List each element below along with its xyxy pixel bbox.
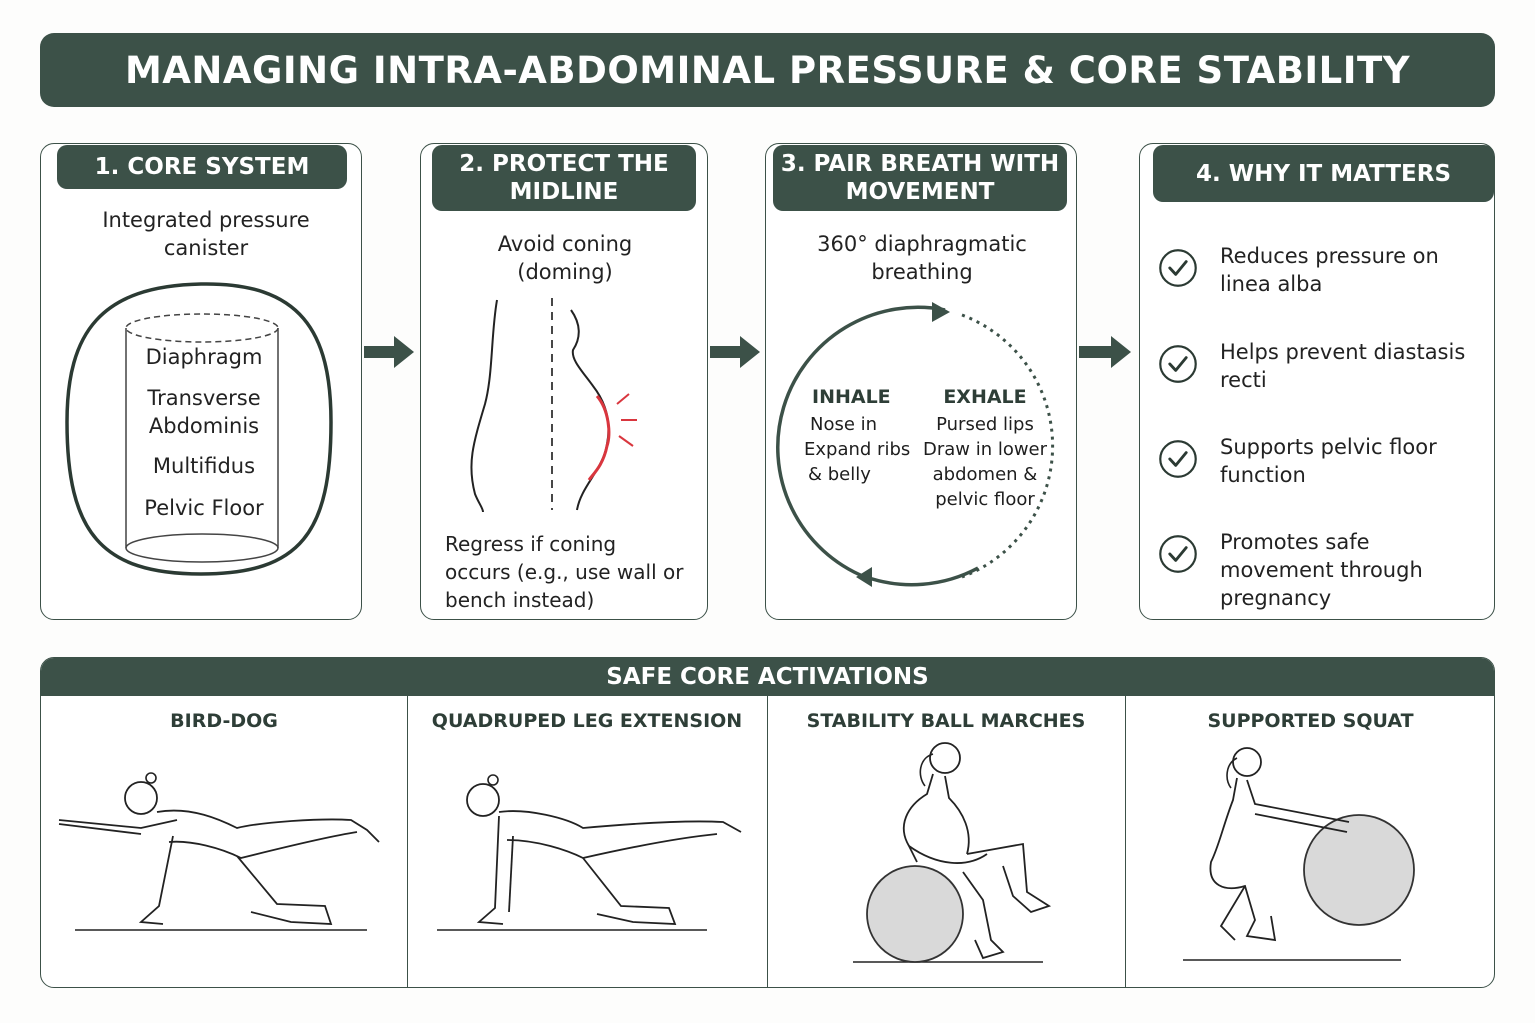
- exercise-stability-ball-marches: STABILITY BALL MARCHES: [767, 696, 1126, 987]
- check-circle-icon: [1159, 440, 1197, 478]
- stability-ball-marches-figure: [853, 742, 1052, 963]
- card-subtitle: Integrated pressure canister: [102, 208, 310, 260]
- coning-profile-icon: [470, 298, 637, 513]
- benefit-text: Helps prevent diastasis recti: [1220, 340, 1466, 392]
- exhale-line: Draw in lower: [922, 439, 1048, 460]
- card-heading: 1. CORE SYSTEM: [57, 145, 347, 189]
- exhale-block: EXHALE Pursed lips Draw in lower abdomen…: [920, 386, 1050, 512]
- benefit-item: Helps prevent diastasis recti: [1158, 338, 1488, 408]
- exhale-line: pelvic floor: [935, 489, 1035, 510]
- benefit-item: Reduces pressure on linea alba: [1158, 242, 1488, 312]
- quadruped-leg-extension-figure: [437, 774, 742, 931]
- card-heading: 4. WHY IT MATTERS: [1153, 145, 1494, 202]
- inhale-label: INHALE: [812, 386, 891, 408]
- card-subtitle: 360° diaphragmatic breathing: [817, 232, 1027, 284]
- regress-note: Regress if coning occurs (e.g., use wall…: [445, 532, 684, 612]
- check-circle-icon: [1159, 535, 1197, 573]
- benefit-text: Promotes safe movement through pregnancy: [1220, 530, 1423, 610]
- inhale-block: INHALE Nose in Expand ribs & belly: [796, 386, 916, 487]
- card-pair-breath: 3. PAIR BREATH WITH MOVEMENT 360° diaphr…: [765, 143, 1077, 620]
- benefit-item: Supports pelvic floor function: [1158, 433, 1488, 503]
- card-heading: 3. PAIR BREATH WITH MOVEMENT: [773, 145, 1067, 211]
- exhale-line: Pursed lips: [936, 414, 1034, 435]
- safe-core-activations-panel: SAFE CORE ACTIVATIONS BIRD-DOG QUADRUPED…: [40, 657, 1495, 988]
- benefit-text: Reduces pressure on linea alba: [1220, 244, 1439, 296]
- card-protect-midline: 2. PROTECT THE MIDLINE Avoid coning (dom…: [420, 143, 708, 620]
- exercise-title: STABILITY BALL MARCHES: [806, 710, 1086, 732]
- card-subtitle: Avoid coning (doming): [497, 232, 633, 284]
- card-heading: 2. PROTECT THE MIDLINE: [432, 145, 696, 211]
- inhale-line: Expand ribs: [804, 439, 911, 460]
- check-circle-icon: [1159, 249, 1197, 287]
- muscle-pelvic-floor: Pelvic Floor: [144, 496, 264, 520]
- arrow-right-icon: [364, 336, 414, 368]
- card-core-system: 1. CORE SYSTEM Integrated pressure canis…: [40, 143, 362, 620]
- arrow-right-icon: [710, 336, 760, 368]
- check-circle-icon: [1159, 345, 1197, 383]
- exercise-supported-squat: SUPPORTED SQUAT: [1125, 696, 1494, 987]
- muscle-multifidus: Multifidus: [152, 454, 256, 478]
- bird-dog-figure: [58, 772, 380, 931]
- exercise-quadruped-leg-extension: QUADRUPED LEG EXTENSION: [407, 696, 768, 987]
- exercise-title: QUADRUPED LEG EXTENSION: [431, 710, 743, 732]
- exercise-bird-dog: BIRD-DOG: [41, 696, 408, 987]
- pressure-canister-icon: [65, 282, 333, 576]
- muscle-diaphragm: Diaphragm: [145, 345, 263, 369]
- title-banner: MANAGING INTRA-ABDOMINAL PRESSURE & CORE…: [40, 33, 1495, 107]
- breath-cycle-icon: [776, 302, 1055, 587]
- benefit-text: Supports pelvic floor function: [1220, 435, 1437, 487]
- page-title: MANAGING INTRA-ABDOMINAL PRESSURE & CORE…: [124, 48, 1411, 92]
- exhale-line: abdomen &: [932, 464, 1038, 485]
- exercise-title: SUPPORTED SQUAT: [1207, 710, 1414, 732]
- inhale-line: & belly: [808, 464, 871, 485]
- section-heading: SAFE CORE ACTIVATIONS: [41, 658, 1494, 696]
- benefit-item: Promotes safe movement through pregnancy: [1158, 528, 1488, 610]
- inhale-line: Nose in: [810, 414, 878, 435]
- arrow-right-icon: [1079, 336, 1131, 368]
- exhale-label: EXHALE: [943, 386, 1027, 408]
- card-why-it-matters: 4. WHY IT MATTERS Reduces pressure on li…: [1139, 143, 1495, 620]
- supported-squat-figure: [1183, 747, 1415, 961]
- exercise-title: BIRD-DOG: [170, 710, 278, 732]
- muscle-transverse-abdominis: Transverse Abdominis: [147, 386, 261, 438]
